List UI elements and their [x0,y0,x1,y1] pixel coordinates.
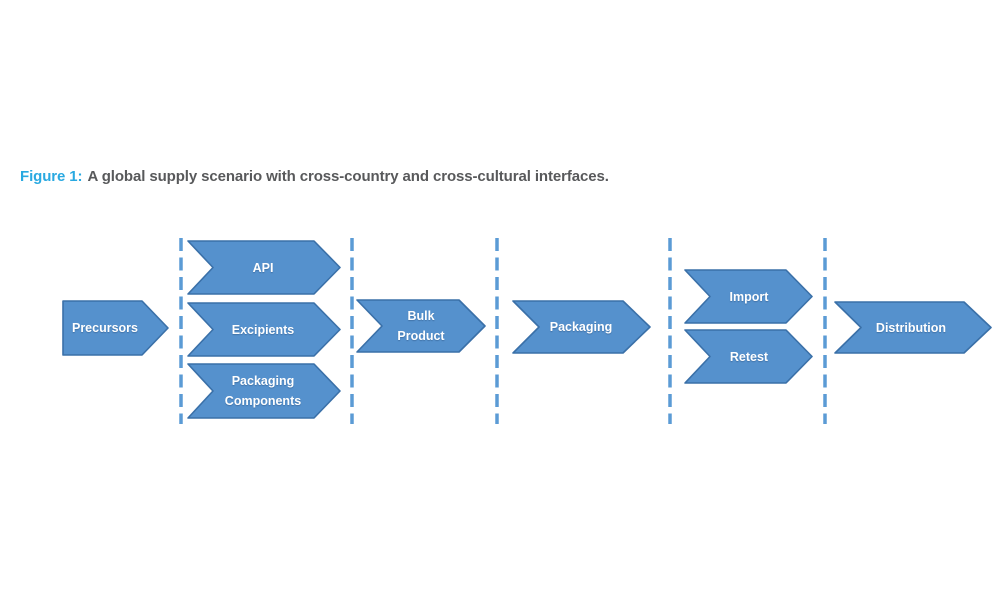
packaging-components-arrow-shape [187,363,341,419]
figure-caption-text: A global supply scenario with cross-coun… [87,168,609,185]
bulk-product-arrow-shape [356,299,486,353]
retest-arrow-shape [684,329,813,384]
excipients-arrow-shape [187,302,341,357]
precursors-arrow-shape [62,300,169,356]
api-arrow-shape [187,240,341,295]
import-arrow-shape [684,269,813,324]
figure-caption-label: Figure 1: [20,168,83,185]
distribution-arrow-shape [834,301,992,354]
packaging-arrow-shape [512,300,651,354]
figure-caption: Figure 1:A global supply scenario with c… [20,168,609,185]
